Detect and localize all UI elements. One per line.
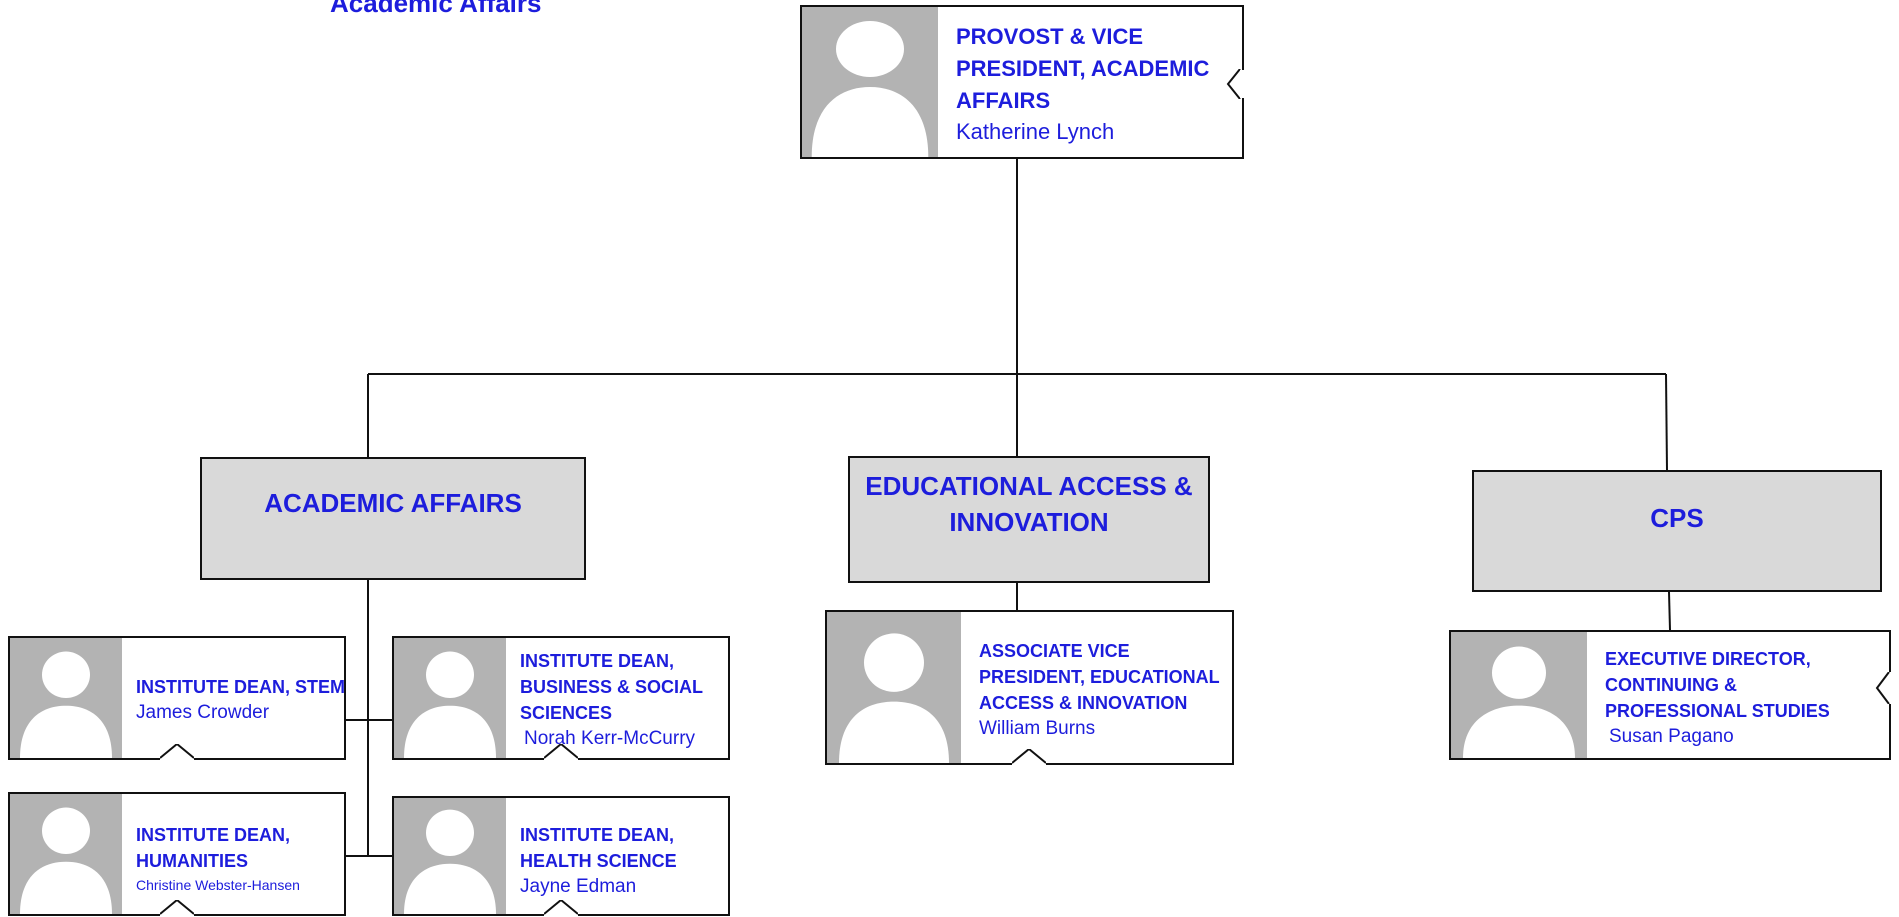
card-title: INSTITUTE DEAN, HUMANITIES	[136, 825, 291, 871]
group-academic-affairs[interactable]: ACADEMIC AFFAIRS	[200, 457, 586, 580]
card-name: William Burns	[979, 718, 1096, 739]
card-provost[interactable]: PROVOST & VICE PRESIDENT, ACADEMIC AFFAI…	[800, 5, 1244, 159]
person-silhouette-icon	[1463, 646, 1575, 758]
card-notch	[160, 900, 194, 916]
card-name: Christine Webster-Hansen	[136, 877, 300, 893]
card-title: ASSOCIATE VICE PRESIDENT, EDUCATIONAL AC…	[979, 641, 1220, 713]
group-cps[interactable]: CPS	[1472, 470, 1882, 592]
page-title: Academic Affairs	[330, 0, 542, 18]
card-name: James Crowder	[136, 702, 270, 723]
card-name: Susan Pagano	[1609, 726, 1734, 747]
avatar	[802, 7, 938, 157]
card-title: INSTITUTE DEAN, HEALTH SCIENCE	[520, 825, 677, 871]
avatar	[394, 638, 506, 758]
card-dean-business[interactable]: INSTITUTE DEAN, BUSINESS & SOCIAL SCIENC…	[392, 636, 730, 760]
card-notch	[1226, 69, 1244, 99]
group-label: CPS	[1650, 503, 1704, 533]
card-notch	[544, 900, 578, 916]
card-notch	[544, 744, 578, 760]
card-title: EXECUTIVE DIRECTOR, CONTINUING & PROFESS…	[1605, 649, 1830, 721]
group-label: EDUCATIONAL ACCESS & INNOVATION	[865, 471, 1193, 538]
card-notch	[160, 744, 194, 760]
card-dean-health[interactable]: INSTITUTE DEAN, HEALTH SCIENCE Jayne Edm…	[392, 796, 730, 916]
card-cps-lead[interactable]: EXECUTIVE DIRECTOR, CONTINUING & PROFESS…	[1449, 630, 1891, 760]
card-title: PROVOST & VICE PRESIDENT, ACADEMIC AFFAI…	[956, 24, 1210, 113]
group-label: ACADEMIC AFFAIRS	[264, 488, 522, 518]
group-educational-access[interactable]: EDUCATIONAL ACCESS & INNOVATION	[848, 456, 1210, 583]
card-name: Jayne Edman	[520, 876, 637, 897]
person-silhouette-icon	[20, 651, 112, 758]
card-notch	[1012, 749, 1046, 765]
card-title: INSTITUTE DEAN, STEM	[136, 677, 346, 697]
connector-to-cps	[1665, 373, 1668, 471]
person-silhouette-icon	[839, 633, 949, 763]
card-notch	[1875, 672, 1891, 704]
person-silhouette-icon	[404, 809, 496, 914]
person-silhouette-icon	[20, 807, 112, 914]
avatar	[10, 638, 122, 758]
card-access-lead[interactable]: ASSOCIATE VICE PRESIDENT, EDUCATIONAL AC…	[825, 610, 1234, 765]
card-name: Katherine Lynch	[956, 119, 1115, 144]
card-dean-humanities[interactable]: INSTITUTE DEAN, HUMANITIES Christine Web…	[8, 792, 346, 916]
avatar	[10, 794, 122, 914]
avatar	[827, 612, 961, 763]
card-name: Norah Kerr-McCurry	[524, 728, 696, 749]
avatar	[1451, 632, 1587, 758]
card-dean-stem[interactable]: INSTITUTE DEAN, STEM James Crowder	[8, 636, 346, 760]
connector-cps-lead	[1668, 591, 1671, 631]
person-silhouette-icon	[404, 651, 496, 758]
person-silhouette-icon	[811, 21, 929, 157]
avatar	[394, 798, 506, 914]
card-title: INSTITUTE DEAN, BUSINESS & SOCIAL SCIENC…	[520, 651, 703, 723]
